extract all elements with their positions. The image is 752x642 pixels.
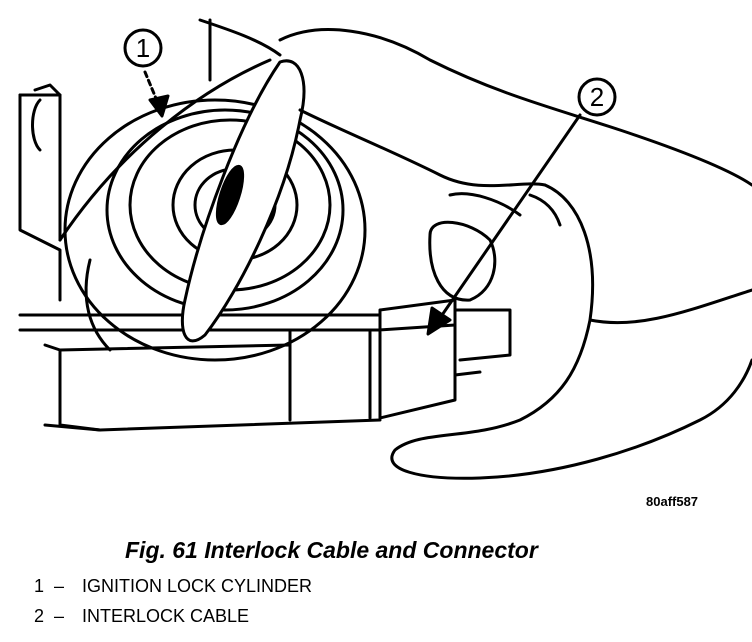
callout-1: 1 [123,28,170,118]
callout-2-number: 2 [590,82,604,112]
legend-separator: – [54,606,65,626]
legend-item: 1–IGNITION LOCK CYLINDER [34,576,312,597]
legend-number: 1 [34,576,45,596]
legend-item: 2–INTERLOCK CABLE [34,606,249,627]
hand-shape [278,28,752,480]
legend-separator: – [54,576,65,596]
legend-label: IGNITION LOCK CYLINDER [82,576,313,596]
legend-number: 2 [34,606,45,626]
figure-code: 80aff587 [646,494,699,509]
figure-caption: Fig. 61 Interlock Cable and Connector [125,537,538,563]
callout-1-number: 1 [136,33,150,63]
steering-column-housing [18,18,282,302]
technical-illustration: 1 2 [18,18,752,480]
legend-label: INTERLOCK CABLE [82,606,250,626]
callout-2: 2 [426,77,617,336]
ignition-key-shape [180,59,306,343]
